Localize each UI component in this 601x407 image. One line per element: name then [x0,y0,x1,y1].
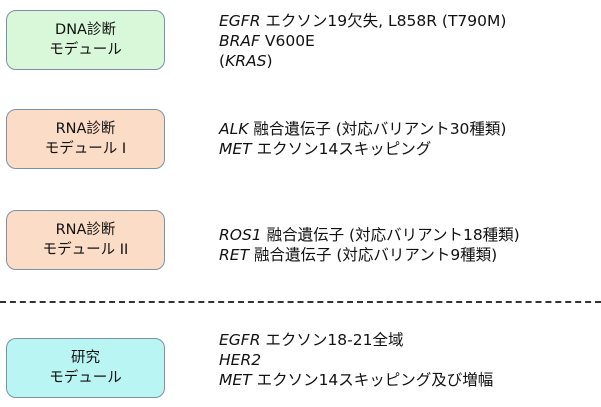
module-desc-rna-2: ROS1 融合遺伝子 (対応バリアント18種類) RET 融合遺伝子 (対応バリ… [219,225,520,265]
gene-detail: エクソン14スキッピング及び増幅 [251,371,494,389]
gene-detail: エクソン14スキッピング [251,140,432,158]
gene-item: EGFR エクソン18-21全域 [219,330,493,350]
module-desc-dna: EGFR エクソン19欠失, L858R (T790M) BRAF V600E … [219,11,506,71]
gene-detail: 融合遺伝子 (対応バリアント9種類) [249,246,498,264]
gene-item: HER2 [219,350,493,370]
gene-name: BRAF [219,32,260,50]
module-desc-research: EGFR エクソン18-21全域 HER2 MET エクソン14スキッピング及び… [219,330,493,390]
gene-item: (KRAS) [219,51,506,71]
module-label-line1: RNA診断 [55,222,116,238]
paren-open: ( [219,52,226,70]
module-box-rna-1: RNA診断 モデュール I [6,109,165,169]
module-box-research: 研究 モデュール [6,338,165,398]
gene-name: ALK [219,120,249,138]
dashed-divider [0,301,601,303]
module-label-line2: モデュール I [44,141,127,157]
gene-detail: 融合遺伝子 (対応バリアント30種類) [248,120,507,138]
gene-name: HER2 [219,351,262,369]
gene-name: MET [219,140,252,158]
gene-detail: V600E [259,32,315,50]
gene-item: MET エクソン14スキッピング [219,139,506,159]
module-label-line1: RNA診断 [55,121,116,137]
gene-name: EGFR [219,12,261,30]
gene-detail: 融合遺伝子 (対応バリアント18種類) [261,226,520,244]
gene-item: MET エクソン14スキッピング及び増幅 [219,370,493,390]
gene-name: MET [219,371,252,389]
gene-item: ALK 融合遺伝子 (対応バリアント30種類) [219,119,506,139]
gene-detail: エクソン19欠失, L858R (T790M) [260,12,507,30]
module-label-line1: 研究 [71,350,100,366]
gene-name: KRAS [225,52,267,70]
gene-item: ROS1 融合遺伝子 (対応バリアント18種類) [219,225,520,245]
paren-close: ) [266,52,273,70]
gene-detail: エクソン18-21全域 [260,331,404,349]
module-label-line2: モデュール II [42,242,129,258]
gene-name: ROS1 [219,226,262,244]
gene-item: RET 融合遺伝子 (対応バリアント9種類) [219,245,520,265]
gene-name: EGFR [219,331,261,349]
gene-item: BRAF V600E [219,31,506,51]
gene-item: EGFR エクソン19欠失, L858R (T790M) [219,11,506,31]
module-label-line1: DNA診断 [55,22,116,38]
module-label-line2: モデュール [49,42,122,58]
module-label-line2: モデュール [49,370,122,386]
module-desc-rna-1: ALK 融合遺伝子 (対応バリアント30種類) MET エクソン14スキッピング [219,119,506,159]
module-box-rna-2: RNA診断 モデュール II [6,210,165,270]
module-box-dna: DNA診断 モデュール [6,10,165,70]
gene-name: RET [219,246,250,264]
